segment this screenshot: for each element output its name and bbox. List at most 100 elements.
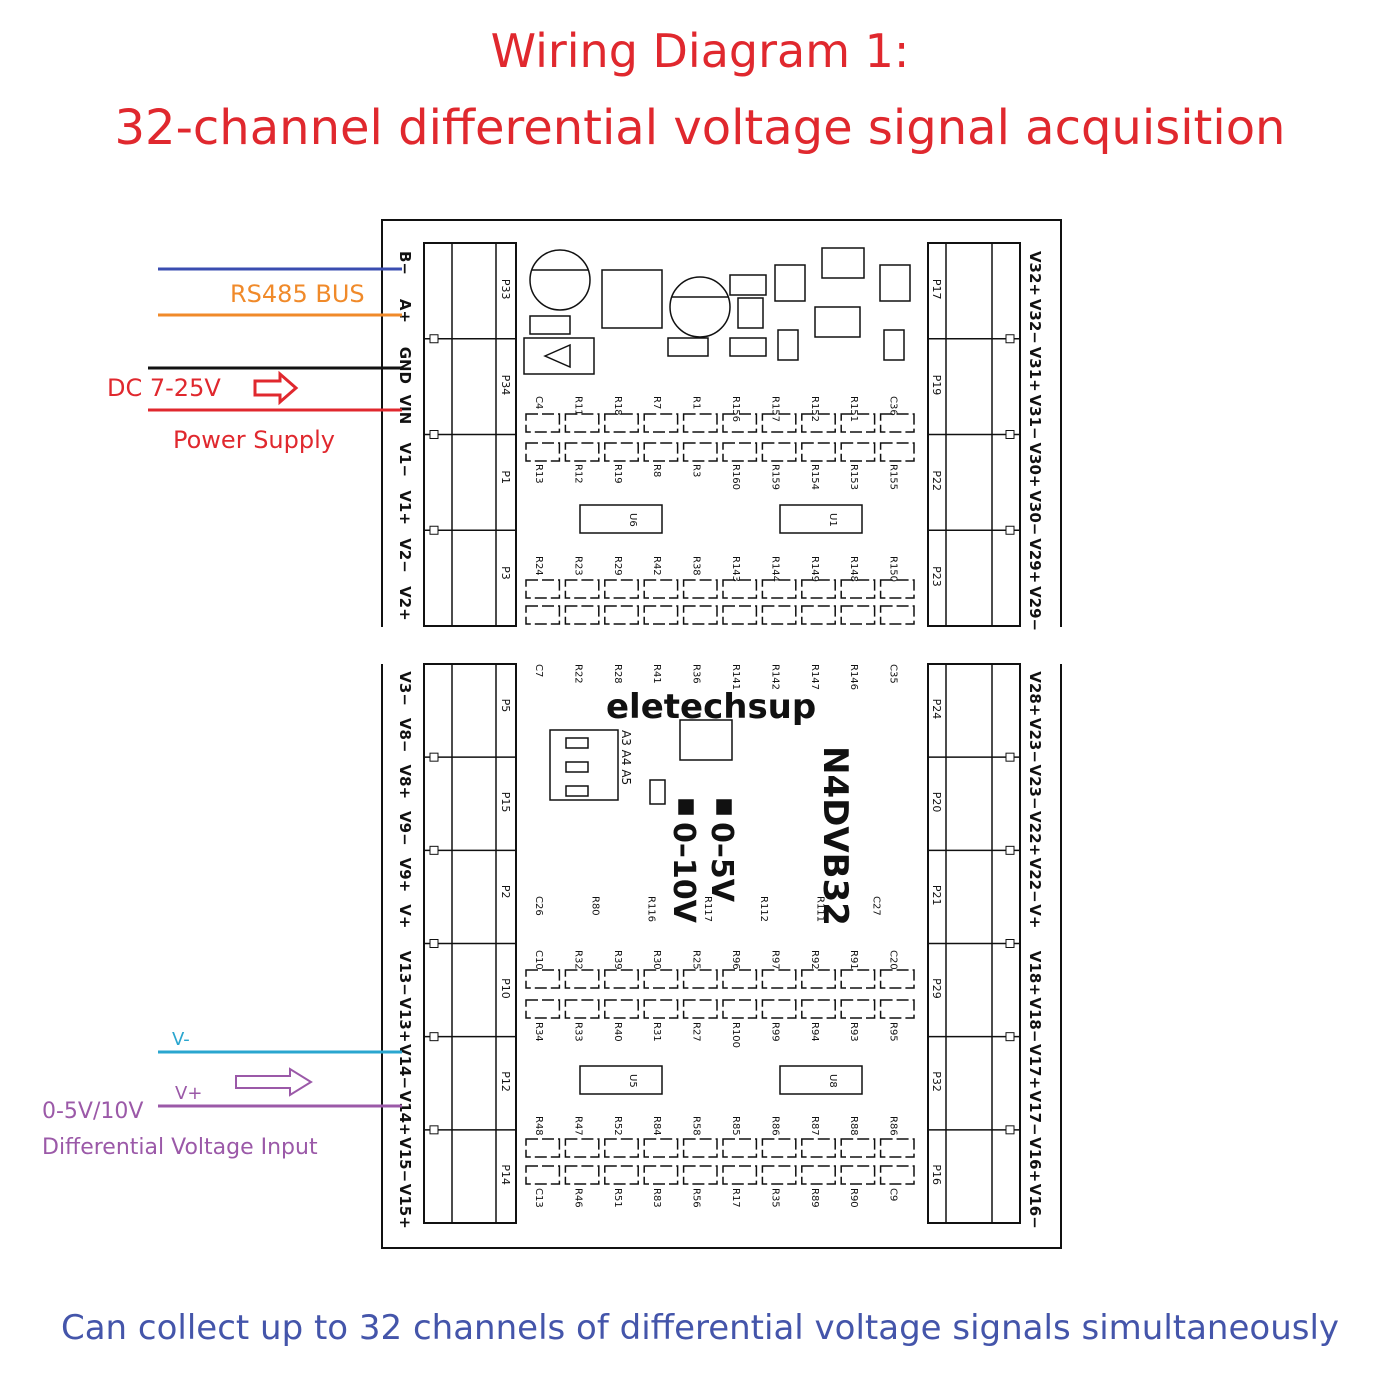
capacitor-c43 (529, 315, 571, 335)
connector-pin (1005, 1032, 1015, 1042)
resistor-footprint (879, 442, 915, 462)
chip-u10 (679, 719, 733, 761)
component-label: R8 (651, 464, 662, 477)
terminal-label: V2+ (396, 586, 414, 621)
component-label: R41 (651, 664, 662, 684)
terminal-label: V23− (1026, 764, 1044, 809)
connector-label: P12 (499, 1071, 512, 1092)
terminal-label: V22− (1026, 858, 1044, 903)
led-d2 (879, 264, 911, 302)
resistor-footprint (840, 999, 876, 1019)
resistor-footprint (840, 442, 876, 462)
resistor-footprint (840, 605, 876, 625)
component-label: R12 (572, 464, 583, 484)
input-arrow-icon (235, 1067, 313, 1097)
component-label: R84 (651, 1116, 662, 1136)
connector-pin (1005, 752, 1015, 762)
resistor-footprint (643, 1138, 679, 1158)
component-label: R23 (572, 556, 583, 576)
terminal-label: V+ (1026, 904, 1044, 928)
resistor-footprint (879, 969, 915, 989)
resistor-footprint (722, 442, 758, 462)
resistor-footprint (761, 969, 797, 989)
label-input-type: Differential Voltage Input (42, 1135, 318, 1160)
chip-label: U1 (827, 513, 838, 527)
capacitor-c42 (669, 276, 731, 338)
address-label: A3 A4 A5 (619, 730, 633, 785)
component-label: R142 (769, 664, 780, 690)
resistor-footprint (604, 1165, 639, 1185)
resistor-footprint (564, 413, 600, 433)
label-rs485: RS485 BUS (230, 280, 365, 308)
component-label: R95 (888, 1022, 899, 1042)
component-label: R143 (730, 556, 741, 582)
brand-label: eletechsup (606, 687, 816, 727)
component-label: R89 (809, 1188, 820, 1208)
component-label: R28 (612, 664, 623, 684)
resistor-footprint (761, 1138, 797, 1158)
connector-pin (429, 752, 439, 762)
resistor-footprint (682, 413, 718, 433)
resistor-footprint (643, 413, 679, 433)
terminal-label: V3− (396, 671, 414, 706)
diode-n1 (523, 337, 595, 375)
dip-switch-pos1 (565, 737, 589, 749)
component-label: R34 (533, 1022, 544, 1042)
terminal-label: V15− (396, 1137, 414, 1182)
component-label: R22 (572, 664, 583, 684)
resistor-footprint (879, 413, 915, 433)
resistor-footprint (879, 1138, 915, 1158)
terminal-label: V29− (1026, 586, 1044, 631)
connector-label: P2 (499, 885, 512, 899)
resistor-footprint (682, 969, 718, 989)
connector-label: P10 (499, 978, 512, 999)
connector-label: P33 (499, 279, 512, 300)
model-label: N4DVB32 (815, 746, 855, 926)
terminal-label: V31+ (1026, 347, 1044, 392)
chip-u1 (779, 504, 863, 534)
label-v-minus: V- (172, 1029, 190, 1050)
component-label: R56 (691, 1188, 702, 1208)
diode-n1-symbol (543, 343, 571, 369)
component-label: R86 (888, 1116, 899, 1136)
connector-pin (1005, 525, 1015, 535)
component-label: R97 (769, 950, 780, 970)
diagram-footer: Can collect up to 32 channels of differe… (60, 1308, 1340, 1348)
dip-switch-pos2 (565, 761, 589, 773)
led-d3 (821, 247, 865, 279)
terminal-label: V1+ (396, 490, 414, 525)
terminal-label: V23− (1026, 718, 1044, 763)
resistor-footprint (722, 1165, 758, 1185)
connector-label: P1 (499, 470, 512, 484)
chip-u11 (814, 306, 861, 338)
diagram-title-line2: 32-channel differential voltage signal a… (114, 100, 1286, 156)
connector-pin (1005, 939, 1015, 948)
component-label: R111 (814, 896, 825, 922)
mode-010-marker (678, 799, 694, 815)
resistor-footprint (801, 442, 836, 462)
connector-pin (1005, 1125, 1015, 1135)
component-label: R99 (769, 1022, 780, 1042)
resistor-footprint (643, 969, 679, 989)
component-label: R155 (888, 464, 899, 490)
resistor-footprint (604, 579, 639, 599)
component-label: R83 (651, 1188, 662, 1208)
right-top-terminal-block: P17P19P22P23V32+V32−V31+V31−V30+V30−V29+… (927, 242, 1044, 631)
terminal-label: V15+ (396, 1184, 414, 1229)
resistor-footprint (564, 605, 600, 625)
resistor-footprint (564, 1165, 600, 1185)
terminal-label: V29+ (1026, 538, 1044, 583)
capacitor-c51 (729, 337, 767, 357)
connector-label: P20 (930, 792, 943, 813)
component-label: R7 (651, 396, 662, 409)
component-label: R11 (572, 396, 583, 416)
connector-label: P22 (930, 470, 943, 491)
terminal-label: V8+ (396, 764, 414, 799)
component-label: R159 (769, 464, 780, 490)
resistor-footprint (643, 999, 679, 1019)
resistor-footprint (801, 605, 836, 625)
component-label: C27 (871, 896, 882, 916)
resistor-footprint (604, 605, 639, 625)
jumper-m0 (649, 779, 666, 805)
